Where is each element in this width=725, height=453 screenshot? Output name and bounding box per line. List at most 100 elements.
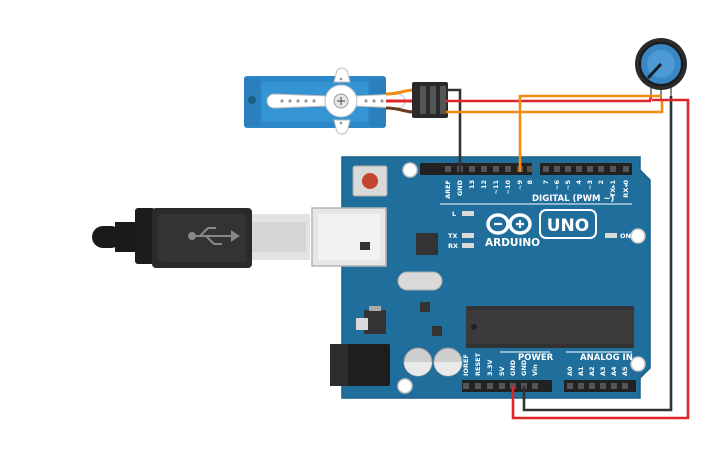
servo-horn[interactable]: [266, 67, 406, 135]
pin-socket[interactable]: [487, 383, 493, 389]
pin-socket[interactable]: [600, 383, 606, 389]
led-on: [605, 233, 617, 238]
mounting-hole: [630, 228, 646, 244]
mounting-hole: [402, 162, 418, 178]
led-tx: [462, 233, 474, 238]
arduino-brand-text: ARDUINO: [485, 237, 540, 249]
digital-header-label: DIGITAL (PWM ~): [532, 194, 614, 204]
pin-socket[interactable]: [611, 383, 617, 389]
pin-socket[interactable]: [598, 166, 604, 172]
pin-label: 8: [526, 180, 534, 185]
dc-power-jack: [330, 344, 390, 386]
usb-controller-chip: [416, 233, 438, 255]
pin-socket[interactable]: [445, 166, 451, 172]
pin-label: GND: [520, 359, 528, 376]
pin-socket[interactable]: [543, 166, 549, 172]
capacitor: [433, 347, 463, 377]
wire-pot-ground[interactable]: [522, 96, 673, 412]
wire-servo-ground[interactable]: [446, 88, 462, 172]
pin-socket[interactable]: [623, 166, 629, 172]
pin-socket[interactable]: [565, 166, 571, 172]
small-chip: [360, 242, 370, 250]
usb-cable[interactable]: [92, 208, 310, 268]
pin-label: 2: [597, 180, 605, 185]
uno-badge: UNO: [539, 209, 597, 239]
pin-label: AREF: [444, 180, 452, 199]
pin-label: IOREF: [462, 354, 470, 376]
pin-label: A4: [610, 366, 618, 376]
pin-label: ~9: [516, 180, 524, 190]
pin-socket[interactable]: [499, 383, 505, 389]
digital-header-strip-high: [420, 163, 532, 175]
led-l: [462, 211, 474, 216]
pin-socket[interactable]: [505, 166, 511, 172]
pin-label: TX▸1: [609, 180, 617, 198]
led-on-label: ON: [620, 232, 631, 240]
pin-socket[interactable]: [589, 383, 595, 389]
led-tx-label: TX: [448, 232, 457, 240]
atmega328-chip: [466, 306, 634, 348]
potentiometer-knob-indicator: [646, 62, 663, 80]
mounting-hole: [397, 378, 413, 394]
pin-socket[interactable]: [469, 166, 475, 172]
pin-label: 4: [575, 180, 583, 185]
pin-socket[interactable]: [578, 383, 584, 389]
small-chip: [420, 302, 430, 312]
pin-socket[interactable]: [554, 166, 560, 172]
power-header-label: POWER: [518, 353, 554, 363]
pin-label: RX◂0: [622, 180, 630, 198]
arduino-uno-board[interactable]: L TX RX ON ARDUINO UNO DIGITAL (PWM ~) P…: [311, 156, 651, 399]
pin-label: Vin: [531, 364, 539, 376]
pin-label: A0: [566, 366, 574, 376]
pin-label: 7: [542, 180, 550, 185]
wire-servo-power[interactable]: [446, 95, 653, 103]
pin-label: ~11: [492, 180, 500, 195]
pin-socket[interactable]: [527, 166, 533, 172]
pin-label: A1: [577, 366, 585, 376]
pin-socket[interactable]: [532, 383, 538, 389]
potentiometer[interactable]: [635, 38, 687, 100]
digital-header-strip-low: [540, 163, 632, 175]
pin-label: ~6: [553, 180, 561, 190]
pin-label: A2: [588, 366, 596, 376]
icsp-header: [356, 318, 368, 330]
mounting-hole: [630, 356, 646, 372]
small-chip: [432, 326, 442, 336]
pin-socket[interactable]: [610, 166, 616, 172]
wire-pot-power[interactable]: [511, 98, 690, 420]
pin-socket[interactable]: [622, 383, 628, 389]
reset-button[interactable]: [352, 165, 388, 197]
pin-socket[interactable]: [463, 383, 469, 389]
pin-label: GND: [456, 179, 464, 196]
pin-socket[interactable]: [576, 166, 582, 172]
pin-label: ~3: [586, 180, 594, 190]
power-header-strip: [462, 380, 552, 392]
pin-label: A5: [621, 366, 629, 376]
capacitor: [403, 347, 433, 377]
micro-servo-motor[interactable]: [244, 67, 448, 135]
voltage-regulator: [364, 310, 386, 334]
arduino-infinity-logo-icon: [486, 213, 532, 235]
pin-socket[interactable]: [481, 166, 487, 172]
pin-label: 5V: [498, 366, 506, 376]
led-l-label: L: [452, 210, 456, 218]
pin-socket[interactable]: [567, 383, 573, 389]
usb-icon: [188, 227, 240, 245]
pin-label: ~10: [504, 180, 512, 195]
pin-socket[interactable]: [475, 383, 481, 389]
pin-label: 12: [480, 180, 488, 189]
pin-label: RESET: [474, 352, 482, 376]
pin-socket[interactable]: [587, 166, 593, 172]
analog-header-label: ANALOG IN: [580, 353, 633, 363]
pin-label: A3: [599, 366, 607, 376]
pin-label: 3.3V: [486, 359, 494, 376]
pin-socket[interactable]: [493, 166, 499, 172]
pin-label: 13: [468, 180, 476, 189]
wire-servo-signal[interactable]: [446, 100, 664, 114]
led-rx-label: RX: [448, 242, 458, 250]
wire-pot-wiper-to-a0[interactable]: [518, 94, 661, 172]
crystal-oscillator: [397, 271, 443, 291]
